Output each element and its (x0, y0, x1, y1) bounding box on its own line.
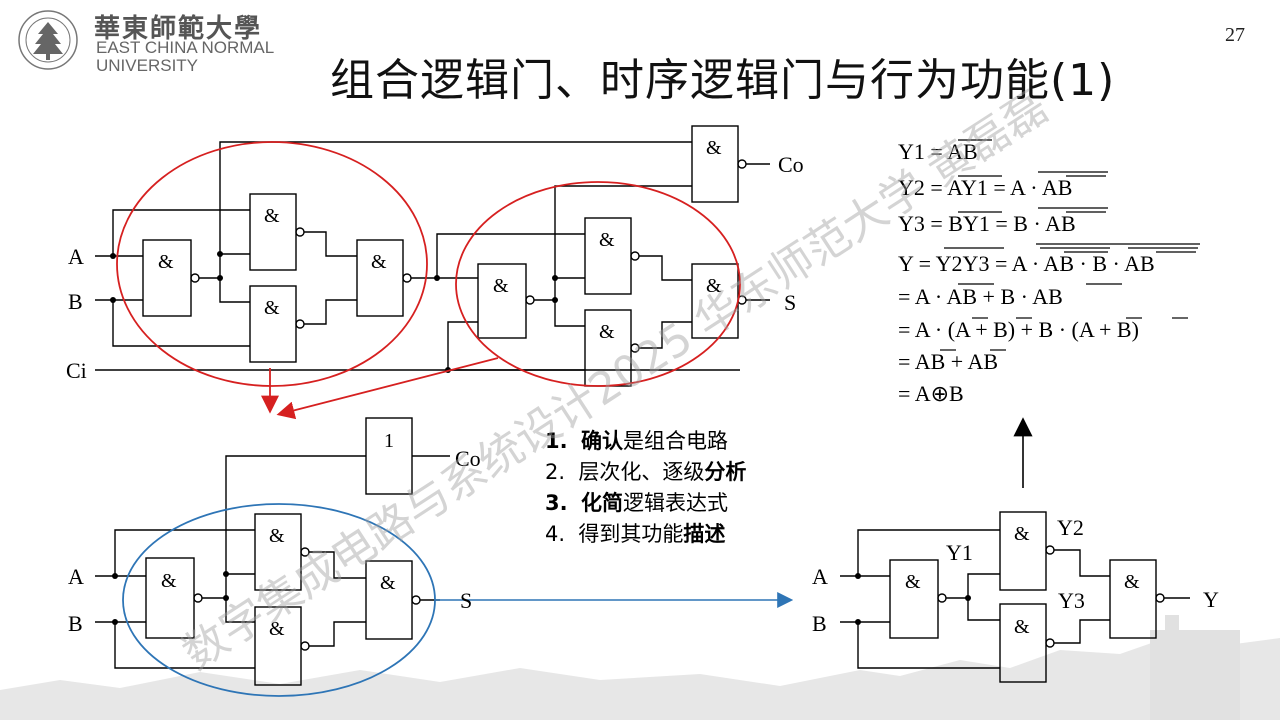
top-input-ci-label: Ci (66, 358, 87, 383)
equation-rhs: AY1 = A · AB (947, 175, 1073, 200)
right-circuit (840, 511, 1190, 683)
logo-chinese-name: 華東師範大學 (94, 14, 263, 44)
step-text-bold: 确认 (580, 429, 623, 453)
equation-rhs: A · (A + B) + B · (A + B) (914, 317, 1139, 342)
right-input-b-label: B (812, 611, 827, 636)
bottom-circuit-junctions (112, 571, 229, 625)
gate-symbol: & (1014, 616, 1030, 638)
top-input-a-label: A (68, 244, 84, 269)
gate-symbol: & (493, 275, 509, 297)
equation-line-1: Y1 = AB (898, 139, 978, 165)
equation-line-7: = AB + AB (898, 349, 998, 375)
equation-rhs: A · AB + B · AB (914, 284, 1063, 309)
equation-lhs: = (898, 317, 915, 342)
equation-lhs: = (898, 284, 915, 309)
step-number: 4. (545, 522, 566, 546)
gate-symbol: 1 (384, 430, 394, 452)
equation-lhs: Y3 = (898, 211, 949, 236)
equation-lhs: Y = (898, 251, 936, 276)
equation-line-8: = A⊕B (898, 381, 964, 407)
step-2: 2. 层次化、逐级分析 (545, 457, 746, 488)
equation-rhs: A⊕B (914, 381, 964, 406)
campus-silhouette-decoration (0, 615, 1280, 720)
gate-symbol: & (599, 321, 615, 343)
step-text: 层次化、逐级 (578, 460, 705, 484)
bottom-output-s-label: S (460, 588, 473, 613)
gate-symbol: & (599, 229, 615, 251)
logo-english-line2: UNIVERSITY (96, 56, 199, 75)
equation-rhs: AB + AB (914, 349, 999, 374)
equation-rhs: BY1 = B · AB (948, 211, 1076, 236)
analysis-steps: 1. 确认是组合电路 2. 层次化、逐级分析 3. 化简逻辑表达式 4. 得到其… (545, 426, 746, 550)
step-text-bold: 描述 (683, 522, 726, 546)
step-text-bold: 分析 (704, 460, 747, 484)
page-number: 27 (1225, 24, 1245, 46)
step-number: 1. (545, 429, 568, 453)
equation-line-3: Y3 = BY1 = B · AB (898, 211, 1076, 237)
step-number: 3. (545, 491, 568, 515)
gate-symbol: & (158, 251, 174, 273)
right-input-a-label: A (812, 564, 828, 589)
step-1: 1. 确认是组合电路 (545, 426, 746, 457)
equation-line-6: = A · (A + B) + B · (A + B) (898, 317, 1139, 343)
equation-lhs: = (898, 349, 915, 374)
equation-rhs: Y2Y3 = A · AB · B · AB (935, 251, 1155, 276)
top-output-co-label: Co (778, 152, 804, 177)
gate-symbol: & (706, 275, 722, 297)
slide-title: 组合逻辑门、时序逻辑门与行为功能(1) (330, 55, 1116, 106)
bottom-input-a-label: A (68, 564, 84, 589)
logo: 華東師範大學 EAST CHINA NORMAL UNIVERSITY (14, 8, 294, 75)
equation-line-2: Y2 = AY1 = A · AB (898, 175, 1072, 201)
right-node-y1-label: Y1 (946, 540, 973, 565)
equation-lhs: = (898, 381, 915, 406)
red-highlight-ellipse-left (116, 141, 428, 387)
step-number: 2. (545, 460, 566, 484)
pine-tree-emblem-icon (18, 10, 78, 70)
top-circuit-junctions (110, 251, 558, 373)
gate-symbol: & (161, 570, 177, 592)
gate-symbol: & (380, 572, 396, 594)
equation-lhs: Y2 = (898, 175, 948, 200)
step-text: 逻辑表达式 (622, 491, 728, 515)
top-output-s-label: S (784, 290, 797, 315)
top-input-b-label: B (68, 289, 83, 314)
logo-english-line1: EAST CHINA NORMAL (96, 38, 275, 57)
bottom-output-co-label: Co (455, 446, 481, 471)
gate-symbol: & (1124, 571, 1140, 593)
gate-symbol: & (1014, 523, 1030, 545)
gate-symbol: & (706, 137, 722, 159)
step-4: 4. 得到其功能描述 (545, 519, 746, 550)
gate-symbol: & (264, 297, 280, 319)
right-output-y-label: Y (1203, 587, 1219, 612)
step-text: 是组合电路 (622, 429, 728, 453)
step-3: 3. 化简逻辑表达式 (545, 488, 746, 519)
equation-overbars (940, 139, 1200, 351)
gate-symbol: & (905, 571, 921, 593)
step-text: 得到其功能 (578, 522, 684, 546)
gate-symbol: & (269, 618, 285, 640)
red-arrow-diagonal (276, 357, 499, 420)
equation-rhs: AB (947, 139, 978, 164)
right-circuit-junctions (855, 573, 971, 625)
gate-symbol: & (371, 251, 387, 273)
equation-lhs: Y1 = (898, 139, 948, 164)
right-node-y3-label: Y3 (1058, 588, 1085, 613)
bottom-input-b-label: B (68, 611, 83, 636)
gate-symbol: & (264, 205, 280, 227)
step-text-bold: 化简 (580, 491, 623, 515)
right-node-y2-label: Y2 (1057, 515, 1084, 540)
equation-line-5: = A · AB + B · AB (898, 284, 1063, 310)
equation-line-4: Y = Y2Y3 = A · AB · B · AB (898, 251, 1155, 277)
red-highlight-ellipse-right (455, 181, 741, 387)
gate-symbol: & (269, 525, 285, 547)
